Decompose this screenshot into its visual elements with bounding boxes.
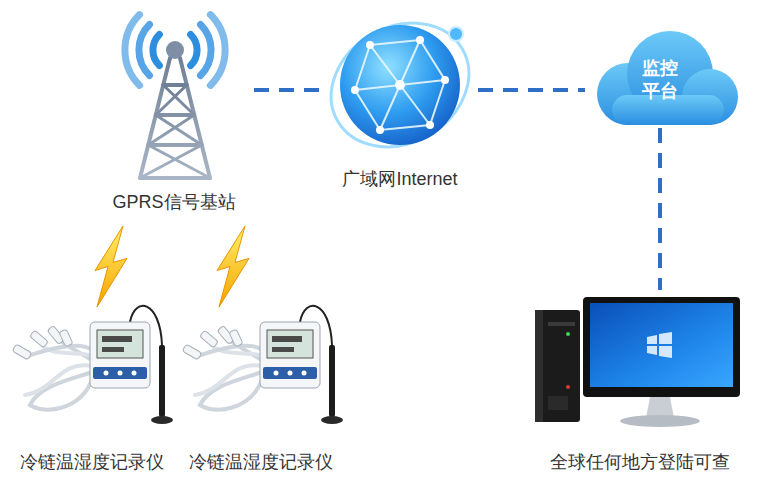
tower-brace	[140, 85, 210, 178]
network-dot	[395, 80, 405, 90]
radio-wave	[139, 25, 150, 76]
windows-logo	[647, 335, 657, 344]
tower-icon	[125, 15, 225, 178]
network-dot	[426, 121, 434, 129]
probe	[200, 330, 219, 348]
monitor-stand	[646, 397, 674, 418]
logger-body	[260, 322, 320, 388]
logger-button	[118, 371, 123, 376]
logger-digits	[272, 336, 302, 342]
monitor-frame	[583, 297, 740, 397]
tower-leg	[140, 58, 170, 178]
network-line	[355, 40, 445, 130]
logger-button	[274, 371, 279, 376]
logger-body	[90, 322, 150, 388]
radio-wave	[125, 15, 140, 86]
computer: 全球任何地方登陆可查	[520, 290, 760, 478]
logger-button	[302, 371, 307, 376]
node-label: GPRS信号基站	[112, 192, 235, 214]
logger-icon	[12, 306, 173, 424]
logger-button	[288, 371, 293, 376]
cloud-icon	[597, 31, 738, 125]
windows-logo	[659, 332, 672, 344]
monitor-base	[620, 415, 700, 427]
antenna-base	[151, 416, 173, 424]
pc-case	[535, 310, 580, 422]
radio-wave	[191, 34, 197, 65]
probe	[30, 330, 49, 348]
logger-digits	[102, 347, 124, 352]
tower-top	[166, 41, 184, 59]
wireless-link	[217, 226, 249, 307]
pc-case-side	[535, 310, 543, 422]
orbit-dot	[449, 27, 463, 41]
orbit	[309, 0, 492, 171]
windows-logo	[647, 346, 657, 355]
power-light	[566, 385, 570, 389]
radio-wave	[153, 34, 159, 65]
data-logger: 冷链温湿度记录仪	[178, 315, 344, 478]
logger-digits	[272, 347, 294, 352]
tower-leg	[180, 58, 210, 178]
power-light	[566, 332, 570, 336]
computer-icon	[535, 297, 740, 427]
logger-button	[104, 371, 109, 376]
antenna	[329, 345, 335, 417]
network-dot	[351, 86, 359, 94]
network-link	[254, 88, 322, 92]
probe	[59, 329, 73, 347]
node-label: 广域网Internet	[342, 169, 457, 191]
antenna	[159, 345, 165, 417]
network-dot	[441, 76, 449, 84]
drive-slot	[548, 396, 568, 410]
globe	[340, 25, 460, 145]
logger-screen	[267, 330, 313, 358]
probe-cable	[25, 365, 92, 395]
wireless-link	[95, 226, 127, 307]
base-station: GPRS信号基站	[94, 8, 254, 218]
network-dot	[416, 36, 424, 44]
network-link	[658, 128, 662, 290]
node-label: 监控 平台	[639, 57, 680, 102]
data-logger: 冷链温湿度记录仪	[8, 315, 176, 478]
network-dot	[376, 126, 384, 134]
logger-buttons	[263, 367, 317, 379]
node-label: 冷链温湿度记录仪	[189, 452, 333, 474]
node-label: 全球任何地方登陆可查	[550, 452, 730, 474]
node-label: 冷链温湿度记录仪	[20, 452, 164, 474]
logger-digits	[102, 336, 132, 342]
monitor-screen	[590, 303, 733, 387]
probe-cable	[28, 346, 92, 356]
radio-wave	[201, 25, 212, 76]
probe-cable	[198, 346, 262, 356]
probe	[182, 344, 202, 360]
logger-button	[132, 371, 137, 376]
monitor-cloud: 监控 平台	[585, 30, 735, 128]
logger-buttons	[93, 367, 147, 379]
network-dot	[366, 41, 374, 49]
tower-brace	[140, 85, 210, 178]
logger-icon	[182, 306, 343, 424]
antenna-base	[321, 416, 343, 424]
radio-wave	[210, 15, 225, 86]
probe-cable	[195, 365, 262, 395]
globe-icon	[309, 0, 492, 171]
windows-logo	[659, 346, 672, 358]
probe	[229, 329, 243, 347]
network-link	[478, 88, 585, 92]
internet-globe: 广域网Internet	[322, 20, 478, 195]
logger-screen	[97, 330, 143, 358]
drive-slot	[548, 322, 575, 326]
probe	[12, 344, 32, 360]
